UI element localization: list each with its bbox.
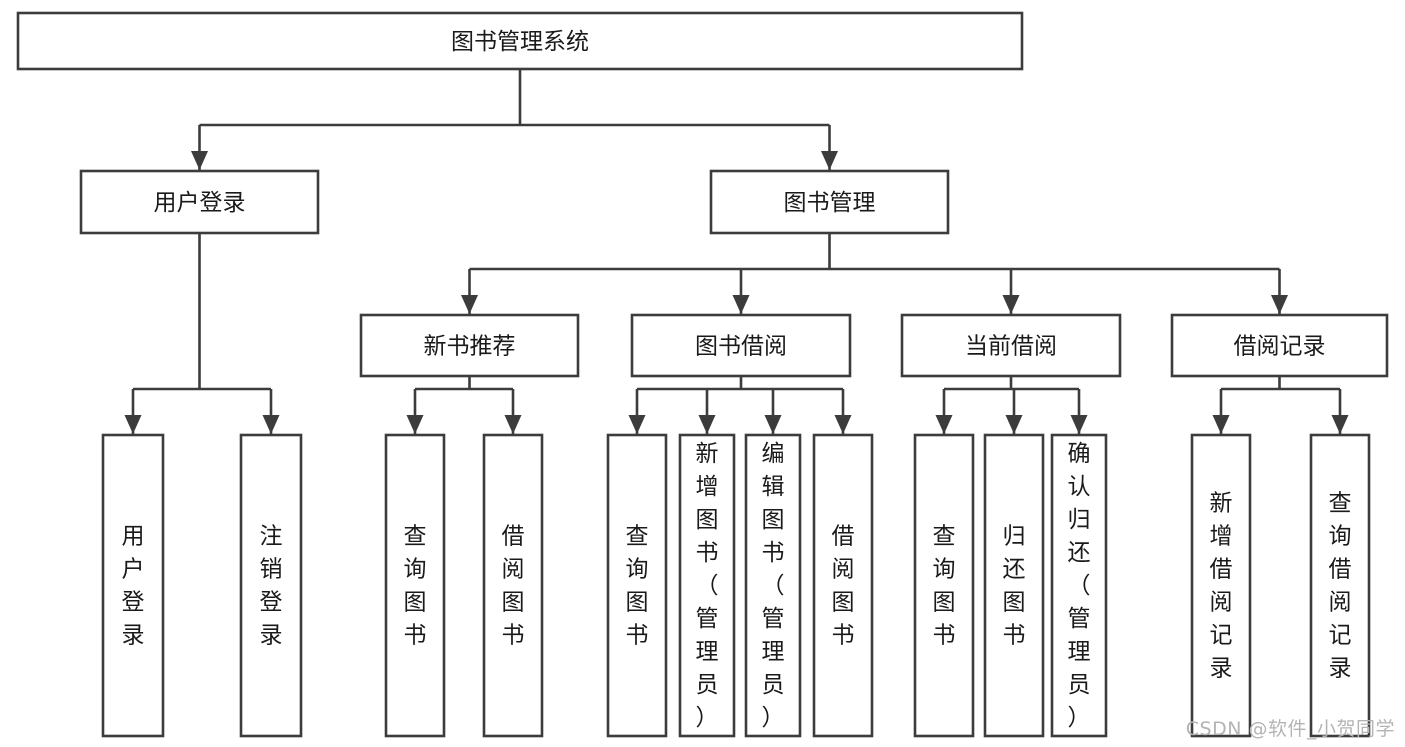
arrow-head-icon <box>461 295 478 314</box>
node-label-new-book-recommend: 新书推荐 <box>424 334 516 360</box>
node-label-borrow-query-book: 查询图书 <box>626 524 649 649</box>
node-label-borrow-edit-book: 编辑图书（管理员） <box>762 441 785 731</box>
node-label-book-borrow: 图书借阅 <box>695 334 787 360</box>
node-box-borrow-edit-book <box>744 433 802 738</box>
node-recommend-query-book[interactable]: 查询图书 <box>384 433 446 738</box>
node-label-current-borrow: 当前借阅 <box>965 334 1057 360</box>
arrow-head-icon <box>191 151 208 170</box>
arrow-head-icon <box>1271 295 1288 314</box>
arrow-head-icon <box>406 415 424 434</box>
node-box-user-logout-leaf <box>239 433 303 738</box>
node-book-manage[interactable]: 图书管理 <box>709 169 950 235</box>
node-borrow-add-book[interactable]: 新增图书（管理员） <box>678 433 736 738</box>
connectors-layer <box>124 69 1349 434</box>
node-label-current-query-book: 查询图书 <box>933 524 956 649</box>
node-box-user-login-leaf <box>101 433 165 738</box>
csdn-watermark: CSDN @软件_小贺同学 <box>1185 718 1395 740</box>
node-label-user-login: 用户登录 <box>154 190 246 216</box>
nodes-layer: 图书管理系统用户登录用户登录注销登录图书管理新书推荐查询图书借阅图书图书借阅查询… <box>16 11 1389 738</box>
arrow-head-icon <box>821 151 838 170</box>
arrow-head-icon <box>504 415 522 434</box>
node-label-user-login-leaf: 用户登录 <box>122 524 145 649</box>
node-box-record-add <box>1190 433 1252 738</box>
node-current-borrow[interactable]: 当前借阅 <box>900 313 1122 378</box>
node-box-root <box>16 11 1024 71</box>
node-label-borrow-add-book: 新增图书（管理员） <box>696 441 719 731</box>
node-label-borrow-borrow-book: 借阅图书 <box>832 524 855 649</box>
node-box-borrow-record <box>1170 313 1389 378</box>
node-box-borrow-borrow-book <box>812 433 874 738</box>
arrow-head-icon <box>698 415 716 434</box>
node-new-book-recommend[interactable]: 新书推荐 <box>359 313 580 378</box>
node-box-borrow-query-book <box>606 433 668 738</box>
node-current-confirm-return[interactable]: 确认归还（管理员） <box>1050 433 1108 738</box>
arrow-head-icon <box>628 415 646 434</box>
node-book-borrow[interactable]: 图书借阅 <box>630 313 852 378</box>
node-label-current-return-book: 归还图书 <box>1003 524 1026 649</box>
node-box-current-borrow <box>900 313 1122 378</box>
node-label-current-confirm-return: 确认归还（管理员） <box>1068 441 1091 731</box>
node-box-recommend-query-book <box>384 433 446 738</box>
node-label-borrow-record: 借阅记录 <box>1234 334 1326 360</box>
node-borrow-edit-book[interactable]: 编辑图书（管理员） <box>744 433 802 738</box>
arrow-head-icon <box>935 415 953 434</box>
node-user-login-leaf[interactable]: 用户登录 <box>101 433 165 738</box>
node-recommend-borrow-book[interactable]: 借阅图书 <box>482 433 544 738</box>
node-label-root: 图书管理系统 <box>451 29 589 55</box>
node-current-query-book[interactable]: 查询图书 <box>913 433 975 738</box>
node-root[interactable]: 图书管理系统 <box>16 11 1024 71</box>
node-box-borrow-add-book <box>678 433 736 738</box>
node-label-recommend-query-book: 查询图书 <box>404 524 427 649</box>
node-label-recommend-borrow-book: 借阅图书 <box>502 524 525 649</box>
arrow-head-icon <box>1070 415 1088 434</box>
node-box-current-return-book <box>983 433 1045 738</box>
node-box-current-query-book <box>913 433 975 738</box>
node-user-login[interactable]: 用户登录 <box>79 169 320 235</box>
node-box-record-query <box>1309 433 1371 738</box>
node-borrow-record[interactable]: 借阅记录 <box>1170 313 1389 378</box>
arrow-head-icon <box>1212 415 1230 434</box>
node-record-query[interactable]: 查询借阅记录 <box>1309 433 1371 738</box>
arrow-head-icon <box>124 415 142 434</box>
node-box-recommend-borrow-book <box>482 433 544 738</box>
arrow-head-icon <box>1005 415 1023 434</box>
arrow-head-icon <box>834 415 852 434</box>
node-label-book-manage: 图书管理 <box>784 190 876 216</box>
arrow-head-icon <box>1331 415 1349 434</box>
arrow-head-icon <box>764 415 782 434</box>
node-box-user-login <box>79 169 320 235</box>
arrow-head-icon <box>1002 295 1020 314</box>
node-borrow-query-book[interactable]: 查询图书 <box>606 433 668 738</box>
node-label-user-logout-leaf: 注销登录 <box>260 524 283 649</box>
node-box-book-borrow <box>630 313 852 378</box>
node-borrow-borrow-book[interactable]: 借阅图书 <box>812 433 874 738</box>
node-user-logout-leaf[interactable]: 注销登录 <box>239 433 303 738</box>
node-box-current-confirm-return <box>1050 433 1108 738</box>
node-box-book-manage <box>709 169 950 235</box>
node-label-record-query: 查询借阅记录 <box>1329 491 1352 682</box>
node-record-add[interactable]: 新增借阅记录 <box>1190 433 1252 738</box>
arrow-head-icon <box>732 295 750 314</box>
arrow-head-icon <box>262 415 280 434</box>
node-label-record-add: 新增借阅记录 <box>1210 491 1233 682</box>
node-current-return-book[interactable]: 归还图书 <box>983 433 1045 738</box>
node-box-new-book-recommend <box>359 313 580 378</box>
